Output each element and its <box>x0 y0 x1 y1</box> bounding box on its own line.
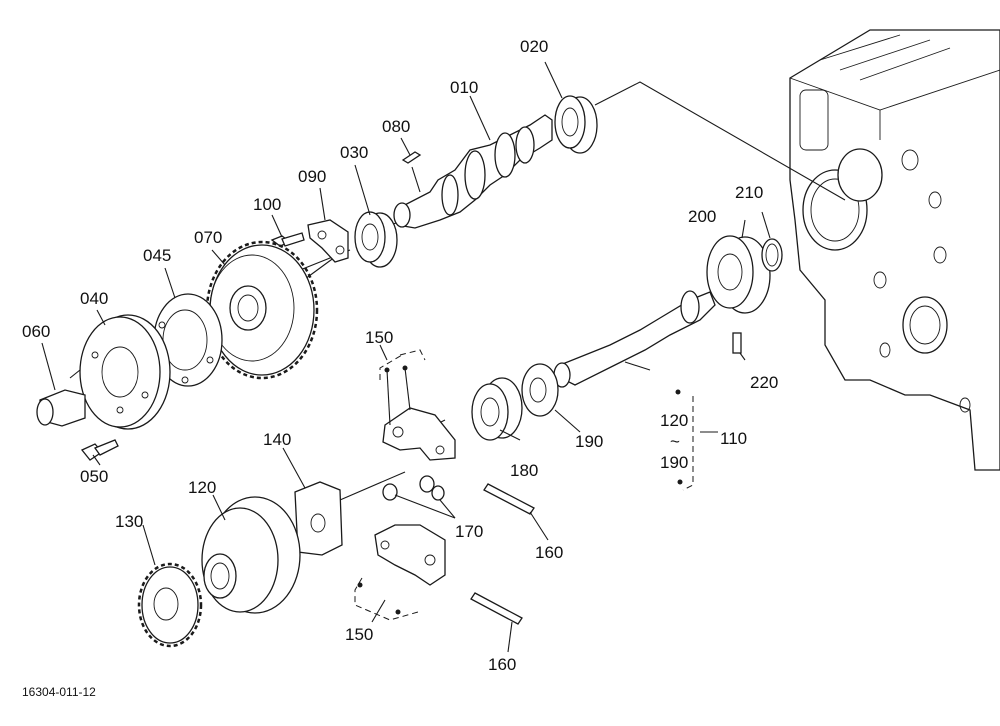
part-120-drum <box>201 496 301 614</box>
part-150-weight-lower <box>374 524 446 586</box>
label-080: 080 <box>382 117 410 136</box>
label-070: 070 <box>194 228 222 247</box>
label-060: 060 <box>22 322 50 341</box>
label-040: 040 <box>80 289 108 308</box>
label-210: 210 <box>735 183 763 202</box>
label-150-lower: 150 <box>345 625 373 644</box>
part-070-gear <box>205 240 319 380</box>
label-170: 170 <box>455 522 483 541</box>
label-190-range: 190 <box>660 453 688 472</box>
label-045: 045 <box>143 246 171 265</box>
part-130-gear <box>137 562 203 648</box>
label-100: 100 <box>253 195 281 214</box>
dashed-brackets <box>354 349 694 621</box>
part-020-bearing <box>554 95 598 154</box>
part-090-retainer <box>307 219 349 263</box>
part-030-bearing <box>354 211 398 268</box>
label-120-drum: 120 <box>188 478 216 497</box>
label-020: 020 <box>520 37 548 56</box>
part-110-shaft <box>553 290 716 388</box>
part-060-nut <box>36 389 86 427</box>
label-130: 130 <box>115 512 143 531</box>
part-040-hub <box>79 314 171 430</box>
label-110: 110 <box>720 429 747 448</box>
label-180: 180 <box>510 461 538 480</box>
part-210-snap-ring <box>761 238 783 272</box>
part-160-rods <box>470 483 535 625</box>
part-180-sleeve <box>471 377 523 441</box>
part-150-weight-upper <box>382 407 456 461</box>
part-080-key <box>401 151 422 193</box>
engine-block <box>789 29 1000 471</box>
label-030: 030 <box>340 143 368 162</box>
label-120-range: 120 <box>660 411 688 430</box>
part-140-block <box>294 481 343 556</box>
label-150-upper: 150 <box>365 328 393 347</box>
part-190-washer <box>521 363 559 417</box>
part-170-pins <box>382 475 445 501</box>
label-160-upper: 160 <box>535 543 563 562</box>
label-200: 200 <box>688 207 716 226</box>
label-140: 140 <box>263 430 291 449</box>
part-200-bearing <box>706 235 771 314</box>
part-220-screw <box>732 332 742 354</box>
label-160-lower: 160 <box>488 655 516 674</box>
figure-code: 16304-011-12 <box>22 685 96 699</box>
part-050-bolt <box>80 439 119 461</box>
label-050: 050 <box>80 467 108 486</box>
label-090: 090 <box>298 167 326 186</box>
label-range-tilde: ~ <box>670 432 680 451</box>
leader-dots <box>357 365 683 615</box>
label-190: 190 <box>575 432 603 451</box>
part-100-bolt <box>270 232 305 247</box>
part-labels: 020 010 080 030 090 100 070 045 040 060 … <box>22 37 778 699</box>
label-220: 220 <box>750 373 778 392</box>
label-leaders <box>41 61 771 653</box>
part-010-shaft <box>393 114 553 229</box>
label-010: 010 <box>450 78 478 97</box>
